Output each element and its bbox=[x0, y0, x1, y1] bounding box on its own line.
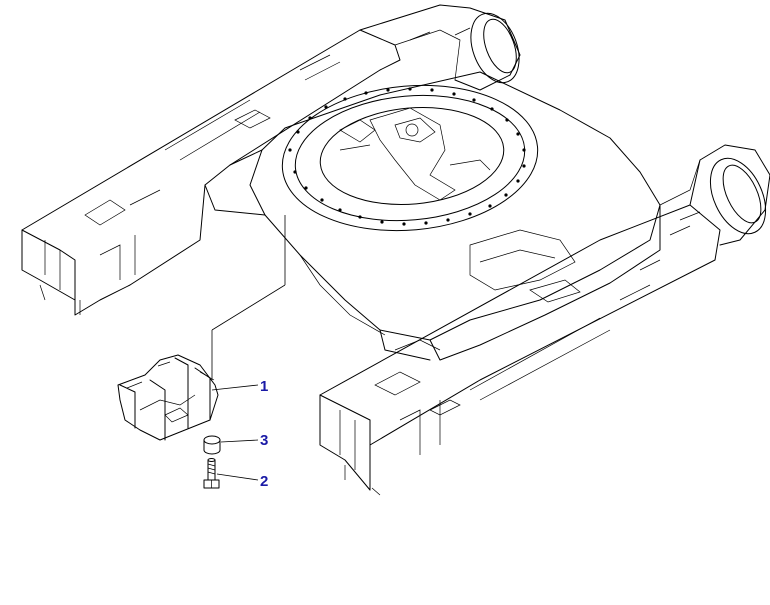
callout-leader-2 bbox=[216, 473, 259, 481]
right-sprocket-end bbox=[659, 144, 770, 246]
spacer-collar bbox=[203, 435, 221, 455]
callout-leader-3 bbox=[220, 439, 259, 443]
mounting-bolt bbox=[203, 458, 220, 489]
callout-number-2: 2 bbox=[260, 473, 268, 490]
track-frame-body bbox=[204, 71, 661, 361]
left-track-frame bbox=[21, 29, 401, 316]
right-track-frame bbox=[319, 204, 721, 496]
swing-circle-ring bbox=[281, 84, 539, 232]
bolt-holes bbox=[288, 87, 526, 226]
track-guard-bracket bbox=[117, 354, 219, 441]
callout-leader-1 bbox=[211, 384, 259, 391]
callout-number-3: 3 bbox=[260, 432, 268, 449]
callout-number-1: 1 bbox=[260, 378, 268, 395]
left-sprocket-end bbox=[359, 4, 521, 91]
